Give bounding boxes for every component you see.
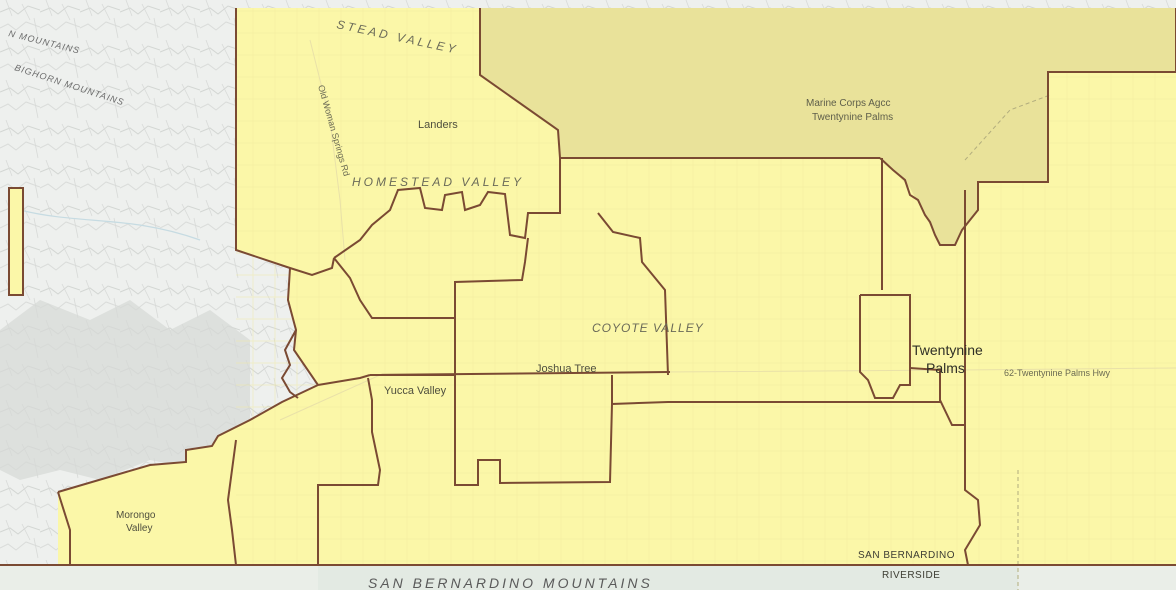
label-homestead-valley: HOMESTEAD VALLEY — [352, 175, 524, 189]
label-morongo: Morongo — [116, 510, 156, 521]
river-line — [19, 209, 201, 241]
riverside-inner — [318, 565, 1018, 590]
label-landers: Landers — [418, 119, 458, 131]
label-twentynine: Twentynine — [912, 342, 983, 358]
label-san-bernardino-mountains: SAN BERNARDINO MOUNTAINS — [368, 575, 653, 590]
label-marine-corps-2: Twentynine Palms — [812, 112, 893, 123]
label-yucca-valley: Yucca Valley — [384, 385, 447, 397]
mountain-shading — [0, 300, 250, 480]
district-west-strip[interactable] — [8, 187, 24, 296]
label-coyote-valley: COYOTE VALLEY — [592, 321, 704, 335]
label-valley: Valley — [126, 523, 153, 534]
road-old-woman-springs — [309, 39, 346, 261]
label-palms: Palms — [926, 360, 965, 376]
label-riverside-county: RIVERSIDE — [882, 570, 940, 581]
road-dashed-twentynine — [964, 94, 1051, 161]
label-joshua-tree: Joshua Tree — [536, 363, 597, 375]
district-marine-corps[interactable] — [480, 8, 1176, 245]
district-boundaries — [0, 8, 1176, 566]
label-san-bernardino-county: SAN BERNARDINO — [858, 550, 955, 561]
label-marine-corps-1: Marine Corps Agcc — [806, 98, 890, 109]
label-hwy-62: 62-Twentynine Palms Hwy — [1004, 368, 1111, 378]
